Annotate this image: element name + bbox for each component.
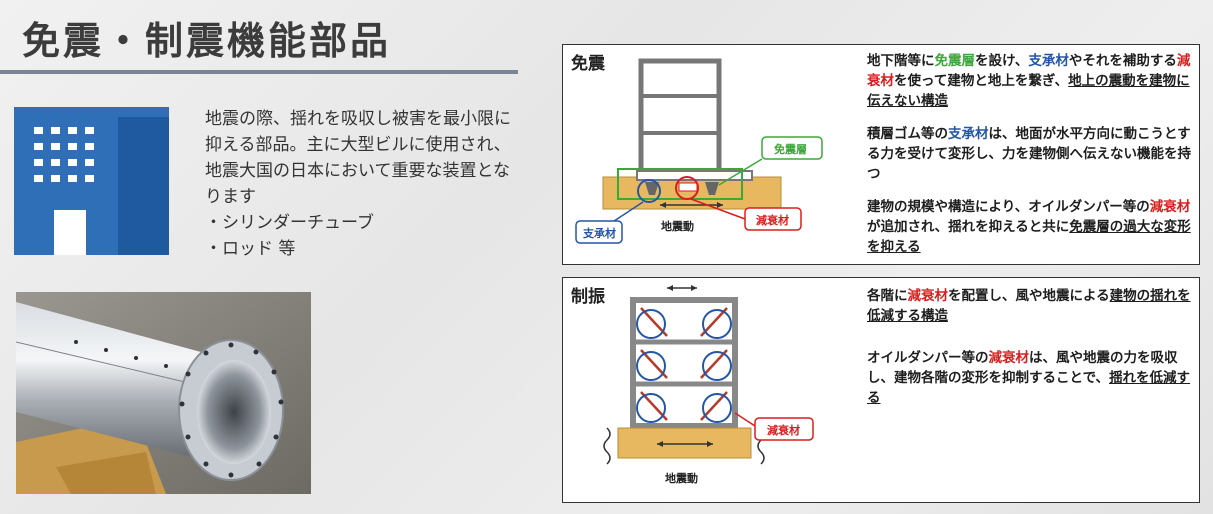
damping-description: 各階に減衰材を配置し、風や地震による建物の揺れを低減する構造 オイルダンパー等の… [867, 286, 1197, 421]
ground-motion-label: 地震動 [661, 220, 694, 233]
isolation-paragraph-3: 建物の規模や構造により、オイルダンパー等の減衰材が追加され、揺れを抑えると共に免… [867, 199, 1191, 255]
bullet-cylinder-tube: ・シリンダーチューブ [205, 213, 374, 233]
seismic-isolation-panel: 免震 免震層 支承材 減衰材 地震動 地下階等に免震層を設け、支承材やそれを補助… [562, 44, 1200, 265]
isolation-paragraph-2: 積層ゴム等の支承材は、地面が水平方向に動こうとする力を受けて変形し、力を建物側へ… [867, 126, 1191, 182]
damping-panel-label: 制振 [571, 287, 605, 307]
vibration-damping-panel: 制振 減衰材 地震動 各階に減衰材を配置し、風や地震による建物の揺れを低減する構… [562, 277, 1200, 503]
cylinder-tube-photo [16, 292, 311, 494]
bullet-rod: ・ロッド 等 [205, 239, 296, 259]
intro-text: 地震の際、揺れを吸収し被害を最小限に抑える部品。主に大型ビルに使用され、地震大国… [205, 106, 525, 262]
intro-description: 地震の際、揺れを吸収し被害を最小限に抑える部品。主に大型ビルに使用され、地震大国… [205, 109, 511, 207]
title-divider [0, 70, 518, 74]
seismic-isolation-diagram [575, 58, 823, 244]
damping-paragraph-2: オイルダンパー等の減衰材は、風や地震の力を吸収し、建物各階の変形を抑制することで… [867, 350, 1191, 406]
isolation-panel-label: 免震 [571, 54, 605, 74]
page-title: 免震・制震機能部品 [22, 19, 392, 63]
damping-damper-callout: 減衰材 [767, 424, 800, 437]
damping-ground-motion-label: 地震動 [665, 472, 698, 485]
building-icon [14, 107, 169, 255]
damping-paragraph-1: 各階に減衰材を配置し、風や地震による建物の揺れを低減する構造 [867, 288, 1191, 324]
damper-callout: 減衰材 [756, 214, 789, 227]
isolation-layer-callout: 免震層 [774, 143, 807, 156]
vibration-damping-diagram [603, 285, 814, 465]
isolation-paragraph-1: 地下階等に免震層を設け、支承材やそれを補助する減衰材を使って建物と地上を繋ぎ、地… [867, 53, 1191, 109]
isolation-description: 地下階等に免震層を設け、支承材やそれを補助する減衰材を使って建物と地上を繋ぎ、地… [867, 51, 1197, 270]
bearing-callout: 支承材 [583, 227, 616, 240]
